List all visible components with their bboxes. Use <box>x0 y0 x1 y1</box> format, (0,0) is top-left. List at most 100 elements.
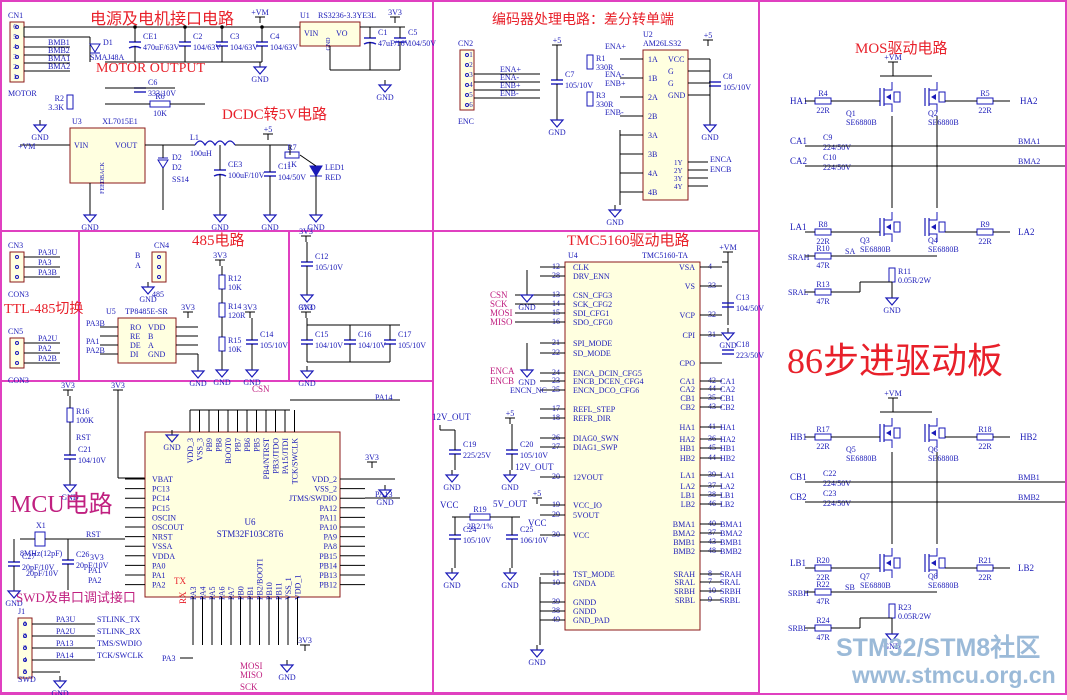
u4-pin-right: CA2 <box>680 385 695 394</box>
u2-pin-left: 1A <box>648 55 658 64</box>
u2-pin-right: 1Y <box>674 159 683 167</box>
gate-resistor-hi-2 <box>976 97 994 105</box>
u2-pin-left: 2B <box>648 112 657 121</box>
mosfet-drain <box>884 548 893 557</box>
u2-pin-right: 2Y <box>674 167 683 175</box>
resistor-ref: R24 <box>816 616 829 625</box>
mosfet-source <box>884 103 893 112</box>
cap-ref: C8 <box>723 72 732 81</box>
resistor-ref: R15 <box>228 336 241 345</box>
u4-pin-left: SDO_CFG0 <box>573 318 613 327</box>
vm-label-mos: +VM <box>884 53 901 62</box>
u4-pin-right: BMB1 <box>673 538 695 547</box>
gnd-label: GND <box>139 295 157 304</box>
u6-pin-top: BOOT0 <box>224 438 233 464</box>
cap-ref: C2 <box>193 32 202 41</box>
bridge-net-cap: CA1 <box>790 136 807 146</box>
cap-ref: C6 <box>148 78 157 87</box>
bridge-net-out: BMB1 <box>1018 473 1040 482</box>
title-tmc: TMC5160驱动电路 <box>567 233 690 249</box>
u6-pin-bottom: PA4 <box>199 587 208 601</box>
mos-ref: Q6 <box>928 445 938 454</box>
cn1-name: MOTOR <box>8 89 37 98</box>
gnd-label: GND <box>307 223 325 232</box>
v5-label-enc: +5 <box>553 36 562 45</box>
motor-net-label: BMB2 <box>48 46 70 55</box>
gnd-sense <box>884 297 900 306</box>
mos-ref: Q2 <box>928 109 938 118</box>
u4-pin-left: VCC <box>573 531 589 540</box>
title-485: 485电路 <box>192 233 245 249</box>
u5-pin-right: A <box>148 341 154 350</box>
sense-net-hi: SRAH <box>788 253 810 262</box>
cap-ref: C21 <box>78 445 91 454</box>
cn2-pin-number: 6 <box>469 101 473 109</box>
swd-signal: TMS/SWDIO <box>97 639 142 648</box>
resistor-value: 22R <box>978 573 992 582</box>
r1-resistor <box>586 54 594 70</box>
gnd-label: GND <box>701 133 719 142</box>
mos-ref: Q7 <box>860 572 870 581</box>
v5-label-dcdc: +5 <box>264 125 273 134</box>
cn2-pin-number: 5 <box>469 91 473 99</box>
j1-pin-number: 4 <box>23 656 27 664</box>
u6-pin-top: VSS_3 <box>196 438 205 461</box>
cap-value: 20pF/10V <box>76 561 109 570</box>
u4-pin-right: LB2 <box>681 500 695 509</box>
title-mos: MOS驱动电路 <box>855 41 948 57</box>
mos-part: SE6880B <box>928 581 959 590</box>
cap-value: 105/10V <box>315 263 343 272</box>
u1-vo: VO <box>336 29 348 38</box>
resistor-value: 100K <box>76 416 94 425</box>
mosfet-body-diode <box>938 557 946 569</box>
connector-pin <box>157 275 161 279</box>
enca-net-tmc: ENCA <box>490 366 515 376</box>
cap-value: 470uF/63V <box>143 43 180 52</box>
u5-pin-right: VDD <box>148 323 166 332</box>
gnd-c24 <box>444 572 460 581</box>
u2-pin-left: 3B <box>648 150 657 159</box>
mosfet-source <box>884 233 893 242</box>
connector-pin <box>15 341 19 345</box>
d1-value: SMAJ48A <box>90 53 124 62</box>
resistor-value: 22R <box>816 106 830 115</box>
mosfet-drain <box>929 548 938 557</box>
mosfet-arrow <box>931 430 936 436</box>
cap-ref: C27 <box>22 552 35 561</box>
u6-pin-bottom: PA7 <box>227 587 236 601</box>
cap-value: 104/50V <box>736 304 764 313</box>
u4-pin-right: LA1 <box>680 471 695 480</box>
cap-ref: C15 <box>315 330 328 339</box>
v5out-net-label: 5V_OUT <box>493 499 527 509</box>
u6-pin-right: VDD_2 <box>312 475 337 484</box>
resistor-ref: R9 <box>980 220 989 229</box>
gnd-tmc <box>529 649 545 658</box>
sense-resistor-lo <box>814 288 832 296</box>
u6-pin-right: PA9 <box>324 533 338 542</box>
sense-resistor-lo <box>814 624 832 632</box>
u4-pin-left: SCK_CFG2 <box>573 300 612 309</box>
cap-value: 100uF/10V <box>228 171 265 180</box>
gnd-c25 <box>502 572 518 581</box>
gnd-label: GND <box>883 642 901 651</box>
u4-pin-left: ENCB_DCEN_CFG4 <box>573 377 644 386</box>
u4-pin-right: HA1 <box>679 423 695 432</box>
title-swd: SWD及串口调试接口 <box>16 590 136 605</box>
u6-pin-top: PA15/JTDI <box>281 438 290 474</box>
mosfet-body-diode <box>893 427 901 439</box>
j1-ref: J1 <box>18 607 25 616</box>
u2-pin-left: 4B <box>648 188 657 197</box>
u4-output-net: CA1 <box>720 377 735 386</box>
bridge-net-cap: CB1 <box>790 472 807 482</box>
gnd-u2 <box>702 124 718 133</box>
cn4-pin-b: B <box>135 251 140 260</box>
pa2-net-mcu: PA2 <box>88 576 102 585</box>
u4-output-net: HA1 <box>720 423 736 432</box>
resistor-ref: R21 <box>978 556 991 565</box>
sense-net-mid: SB <box>845 583 855 592</box>
gnd-label: GND <box>443 483 461 492</box>
v33-label-vbat: 3V3 <box>111 381 125 390</box>
vcc-net-label: VCC <box>440 500 459 510</box>
u5-pin-left: DE <box>130 341 141 350</box>
u6-pin-bottom: PA6 <box>218 587 227 601</box>
